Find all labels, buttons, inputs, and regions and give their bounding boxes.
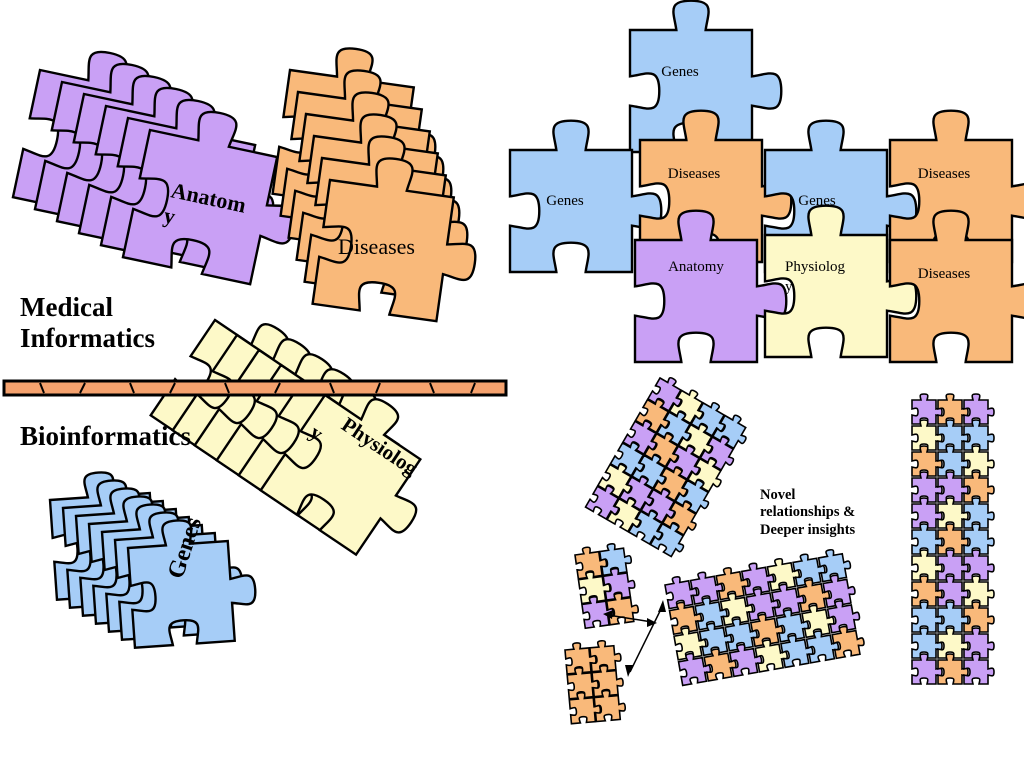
- puzzle-piece-label: Genes: [546, 193, 584, 209]
- genes-stack: [47, 466, 260, 649]
- mini-cluster-diagonal: [584, 372, 755, 561]
- puzzle-piece-label: Anatomy: [668, 259, 724, 275]
- svg-text:y: y: [162, 202, 178, 229]
- divider-bar: [2, 379, 508, 397]
- diseases-stack: [271, 39, 489, 327]
- puzzle-piece-label: Diseases: [918, 166, 971, 182]
- anatomy-stack: [11, 38, 316, 292]
- diseases-stack-label: Diseases: [338, 234, 415, 259]
- puzzle-piece-label: Genes: [661, 64, 699, 80]
- medical-informatics-label: Medical Informatics: [20, 292, 155, 354]
- mini-cluster-left-bottom: [563, 638, 628, 725]
- puzzle-piece-label: Diseases: [918, 266, 971, 282]
- puzzle-piece-label: Physiolog: [785, 259, 846, 275]
- bioinformatics-label: Bioinformatics: [20, 421, 191, 451]
- double-arrow-icon: [603, 600, 666, 677]
- puzzle-piece-label: Genes: [798, 193, 836, 209]
- insights-annotation: Novel relationships & Deeper insights: [760, 487, 856, 538]
- puzzle-piece-label: y: [785, 279, 793, 295]
- puzzle-piece-label: Diseases: [668, 166, 721, 182]
- mini-cluster-bottom: [663, 545, 867, 687]
- puzzle-piece-icon: [963, 393, 995, 425]
- mini-cluster-column: [911, 393, 995, 685]
